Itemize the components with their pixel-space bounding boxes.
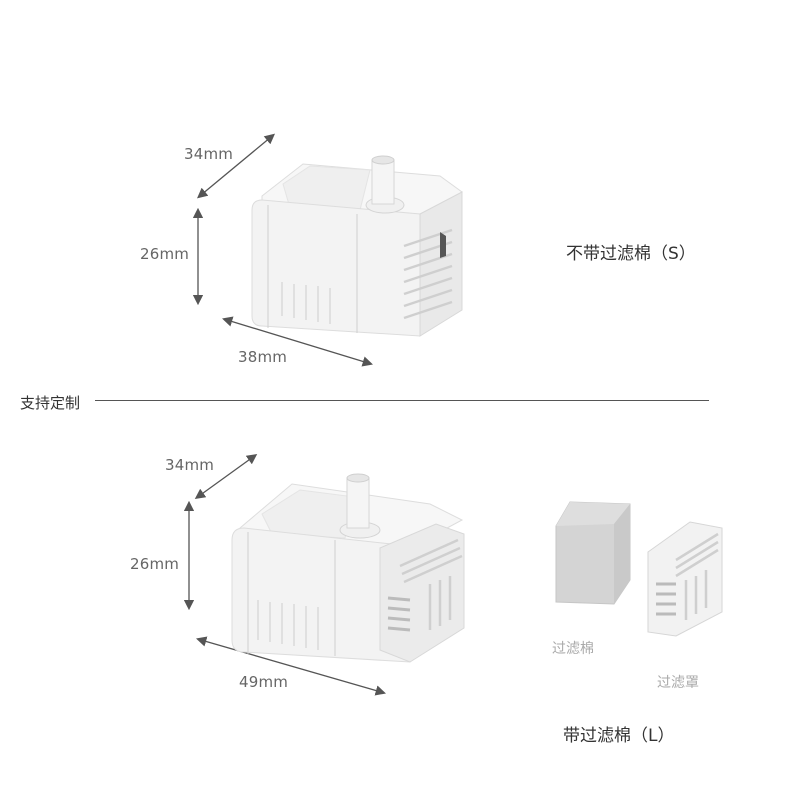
height-label-small: 26mm: [140, 245, 190, 263]
customization-label: 支持定制: [20, 394, 81, 412]
depth-label-large: 34mm: [165, 456, 215, 474]
variant-label-small: 不带过滤棉（S）: [566, 244, 696, 264]
variant-label-large: 带过滤棉（L）: [563, 726, 675, 746]
divider-line: [95, 400, 709, 401]
depth-label-small: 34mm: [184, 145, 234, 163]
filter-cover-label: 过滤罩: [657, 675, 699, 691]
length-label-small: 38mm: [238, 348, 288, 366]
length-label-large: 49mm: [239, 673, 289, 691]
filter-sponge-label: 过滤棉: [552, 641, 594, 657]
height-label-large: 26mm: [130, 555, 180, 573]
